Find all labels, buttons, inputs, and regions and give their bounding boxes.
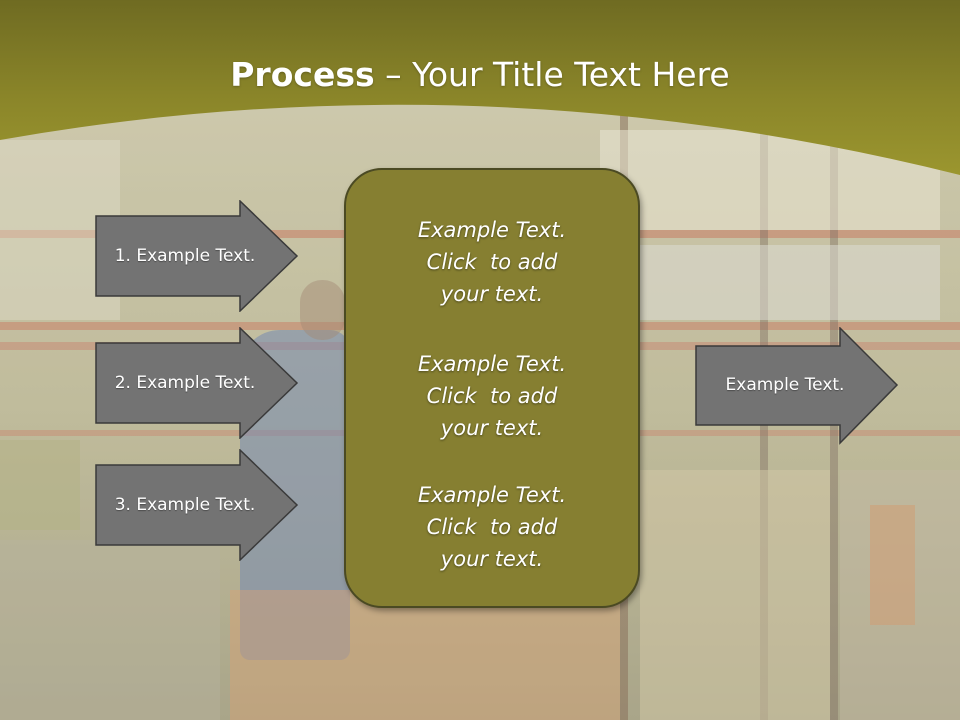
center-line: Example Text. (417, 352, 567, 376)
center-paragraph-2: Example Text. Click to add your text. (346, 348, 638, 444)
arrow-step-2[interactable]: 2. Example Text. (95, 327, 299, 439)
arrow-step-1-label: 1. Example Text. (114, 246, 256, 266)
center-text-box[interactable]: Example Text. Click to add your text. Ex… (344, 168, 640, 608)
arrow-step-1[interactable]: 1. Example Text. (95, 200, 299, 312)
arrow-result-label: Example Text. (725, 375, 845, 395)
center-paragraph-3: Example Text. Click to add your text. (346, 479, 638, 575)
forklift-mast (840, 470, 960, 720)
arrow-step-3[interactable]: 3. Example Text. (95, 449, 299, 561)
shelf-goods (0, 440, 80, 530)
arrow-shape (95, 200, 299, 312)
arrow-shape (95, 327, 299, 439)
center-line: Click to add (426, 384, 558, 408)
arrow-step-2-label: 2. Example Text. (114, 373, 256, 393)
title-bold-word: Process (230, 55, 375, 94)
center-paragraph-1: Example Text. Click to add your text. (346, 214, 638, 310)
center-line: Example Text. (417, 218, 567, 242)
shrink-wrapped-pallet (0, 540, 220, 720)
forklift-seat (870, 505, 915, 625)
worker-head (300, 280, 345, 340)
arrow-step-3-label: 3. Example Text. (114, 495, 256, 515)
title-rest: – Your Title Text Here (374, 55, 730, 94)
center-line: your text. (440, 282, 544, 306)
arrow-result[interactable]: Example Text. (695, 327, 899, 445)
center-line: your text. (440, 416, 544, 440)
center-line: Click to add (426, 250, 558, 274)
title-band (0, 0, 960, 175)
cardboard-boxes (640, 470, 830, 720)
center-line: your text. (440, 547, 544, 571)
arrow-shape (695, 327, 899, 445)
slide-title[interactable]: Process – Your Title Text Here (0, 50, 960, 100)
pallet-stack (640, 245, 940, 320)
arrow-shape (95, 449, 299, 561)
center-line: Example Text. (417, 483, 567, 507)
forklift-body (230, 590, 620, 720)
center-line: Click to add (426, 515, 558, 539)
